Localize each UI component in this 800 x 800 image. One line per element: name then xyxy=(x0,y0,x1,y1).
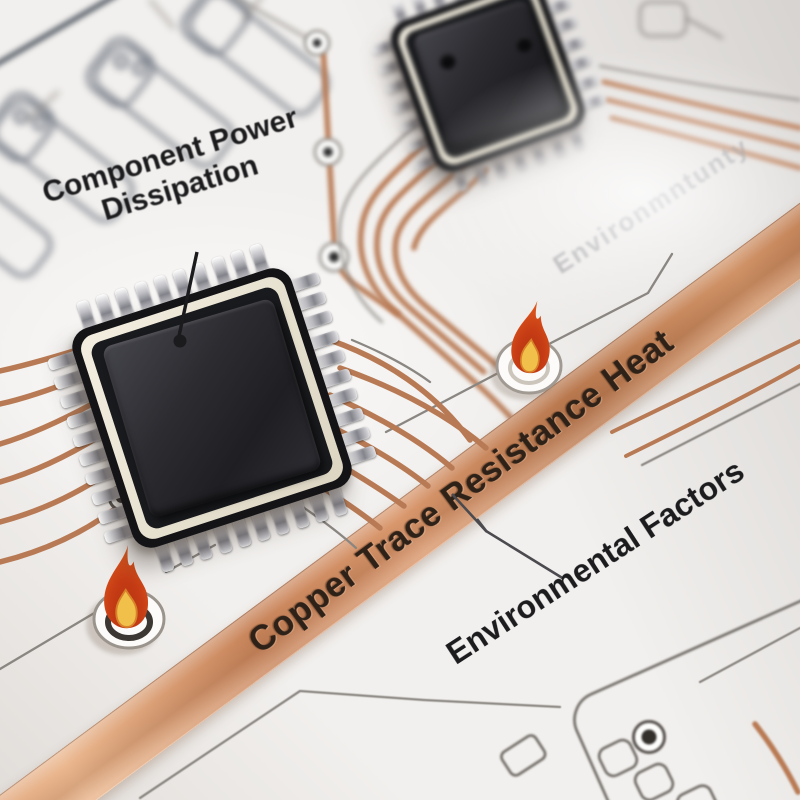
pad xyxy=(675,784,719,800)
pin1-marker-dot xyxy=(641,729,657,745)
large-qfp-chip xyxy=(46,242,378,574)
pad xyxy=(633,762,675,800)
pad xyxy=(597,738,639,778)
heat-pad xyxy=(86,588,166,655)
via xyxy=(318,241,350,273)
small-qfp-chip xyxy=(370,0,606,193)
bottom-right-footprint xyxy=(500,522,800,800)
via xyxy=(303,29,331,57)
flame-icon xyxy=(104,544,148,629)
component-power-label: Component Power Dissipation xyxy=(17,94,333,249)
pin1-marker-dot xyxy=(513,33,535,55)
corner-copper-trace xyxy=(752,721,800,795)
pin1-marker-dot xyxy=(437,51,458,72)
pad xyxy=(500,734,547,777)
flame-icon xyxy=(511,300,550,374)
top-silkscreen-and-traces xyxy=(0,0,724,65)
